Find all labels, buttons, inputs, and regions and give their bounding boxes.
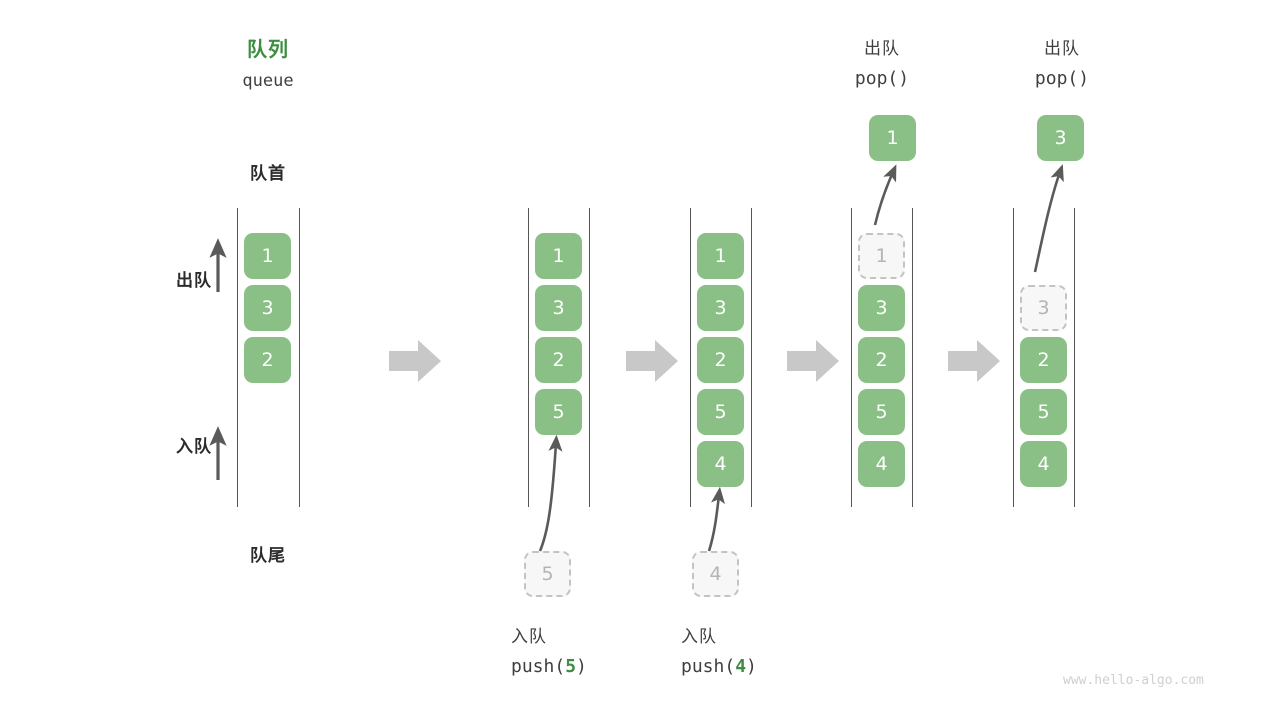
step-header-code-pop1: pop() (854, 68, 910, 89)
queue-rail-left-step2 (528, 208, 529, 507)
queue-element: 1 (697, 233, 744, 279)
step-caption-cn-push5: 入队 (511, 627, 547, 647)
step-header-cn-pop1: 出队 (864, 39, 900, 59)
queue-tail-label: 队尾 (250, 546, 286, 566)
queue-element: 3 (697, 285, 744, 331)
queue-element: 5 (697, 389, 744, 435)
push-code-prefix: push( (511, 656, 566, 677)
queue-head-label: 队首 (250, 164, 286, 184)
pop-1-arrow-icon (873, 164, 897, 226)
step-caption-code-push5: push(5) (511, 656, 691, 677)
queue-rail-right-step2 (589, 208, 590, 507)
flow-arrow-icon-4 (948, 340, 1000, 382)
step-header-code-pop3: pop() (1034, 68, 1090, 89)
enqueue-direction-label: 入队 (176, 437, 212, 457)
dequeue-direction-label: 出队 (176, 271, 212, 291)
queue-element: 1 (535, 233, 582, 279)
queue-title-cn: 队列 (247, 37, 289, 61)
queue-element: 5 (858, 389, 905, 435)
queue-element: 2 (858, 337, 905, 383)
queue-rail-right-step5 (1074, 208, 1075, 507)
queue-element: 4 (858, 441, 905, 487)
incoming-element-ghost: 5 (524, 551, 571, 597)
popped-element: 1 (869, 115, 916, 161)
push-4-arrow-icon (707, 486, 725, 552)
queue-rail-right-step4 (912, 208, 913, 507)
step-caption-cn-push4: 入队 (681, 627, 717, 647)
push-code-value: 5 (565, 656, 577, 677)
push-5-arrow-icon (538, 434, 563, 552)
watermark: www.hello-algo.com (1063, 673, 1204, 688)
flow-arrow-icon-2 (626, 340, 678, 382)
step-caption-code-push4: push(4) (681, 656, 861, 677)
queue-element: 2 (535, 337, 582, 383)
pop-3-arrow-icon (1033, 164, 1064, 273)
queue-element: 1 (244, 233, 291, 279)
queue-element-ghost: 1 (858, 233, 905, 279)
push-code-suffix: ) (576, 656, 587, 677)
queue-element: 3 (535, 285, 582, 331)
queue-element: 3 (244, 285, 291, 331)
flow-arrow-icon-3 (787, 340, 839, 382)
popped-element: 3 (1037, 115, 1084, 161)
queue-element: 4 (697, 441, 744, 487)
flow-arrow-icon-1 (389, 340, 441, 382)
push-code-value: 4 (735, 656, 747, 677)
push-code-suffix: ) (746, 656, 757, 677)
queue-rail-right-step1 (299, 208, 300, 507)
queue-rail-right-step3 (751, 208, 752, 507)
queue-element: 3 (858, 285, 905, 331)
incoming-element-ghost: 4 (692, 551, 739, 597)
queue-rail-left-step4 (851, 208, 852, 507)
queue-element: 2 (244, 337, 291, 383)
queue-element: 4 (1020, 441, 1067, 487)
queue-element: 2 (697, 337, 744, 383)
queue-rail-left-step5 (1013, 208, 1014, 507)
push-code-prefix: push( (681, 656, 736, 677)
queue-rail-left-step3 (690, 208, 691, 507)
queue-element-ghost: 3 (1020, 285, 1067, 331)
queue-element: 5 (1020, 389, 1067, 435)
queue-rail-left-step1 (237, 208, 238, 507)
queue-element: 2 (1020, 337, 1067, 383)
step-header-cn-pop3: 出队 (1044, 39, 1080, 59)
queue-element: 5 (535, 389, 582, 435)
queue-title-en: queue (242, 71, 294, 91)
